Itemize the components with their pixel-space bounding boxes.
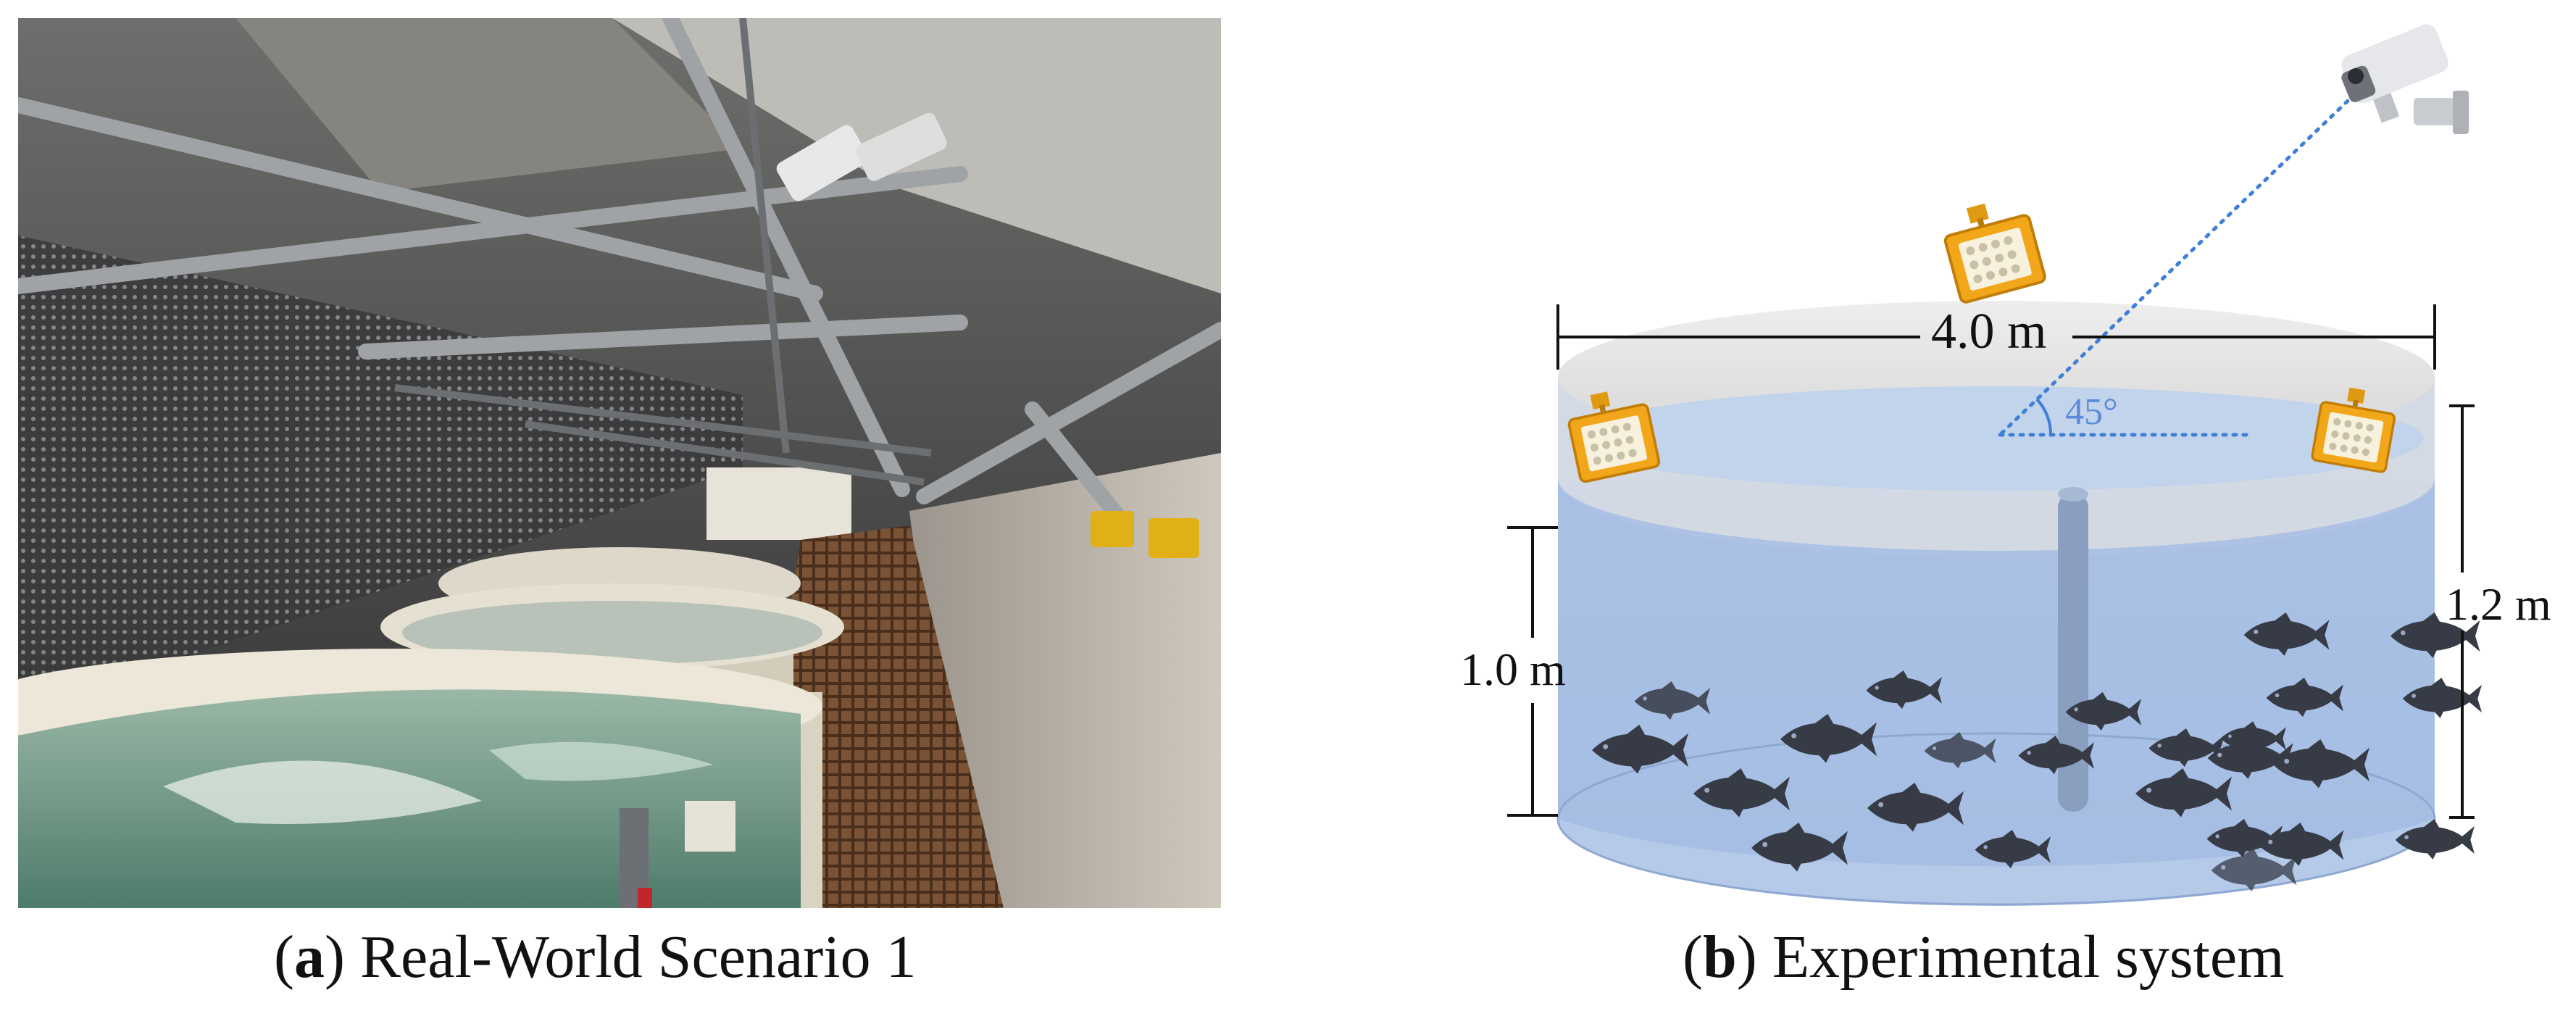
greenhouse-photo-illustration: [0, 10, 1229, 908]
camera-angle-label: 45°: [2065, 391, 2118, 433]
caption-letter-a: a: [293, 923, 325, 991]
water-surface: [1569, 386, 2424, 491]
flood-light-icon: [1937, 191, 2048, 305]
camera-view-line: [1998, 85, 2364, 437]
caption-panel-a: (a) Real-World Scenario 1: [274, 923, 917, 991]
diameter-label: 4.0 m: [1931, 304, 2046, 359]
center-pipe: [2058, 493, 2088, 812]
caption-text-a: Real-World Scenario 1: [359, 923, 917, 991]
angle-arc: [2035, 398, 2053, 436]
diameter-dimension: [1556, 304, 2436, 370]
camera-icon: [2341, 24, 2469, 134]
photo-real-world-scenario: [0, 10, 1229, 908]
caption-text-b: Experimental system: [1772, 923, 2285, 991]
experimental-system-diagram: 45° 4.0 m 1.0 m 1.2 m: [1420, 0, 2576, 942]
tank-height-dimension: [2449, 404, 2475, 819]
caption-letter-b: b: [1702, 923, 1737, 991]
fish-tanks-photo: [0, 547, 844, 908]
tank-schematic: 45° 4.0 m 1.0 m 1.2 m: [1460, 24, 2551, 906]
water-depth-label: 1.0 m: [1460, 644, 1566, 695]
tank-height-label: 1.2 m: [2446, 578, 2551, 630]
ceiling-camera-photo: [776, 112, 947, 201]
water-depth-dimension: [1507, 526, 1558, 817]
caption-panel-b: (b) Experimental system: [1683, 923, 2285, 991]
